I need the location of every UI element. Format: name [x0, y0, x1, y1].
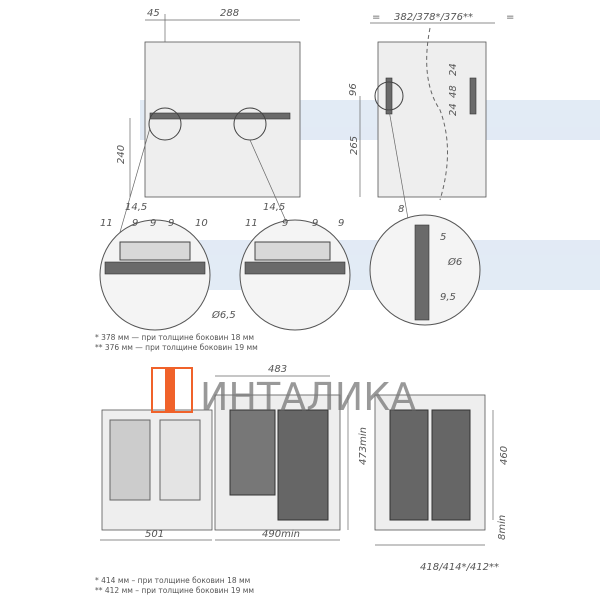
dim: 9 — [282, 218, 288, 229]
notes-bottom: * 414 мм – при толщине боковин 18 мм ** … — [95, 576, 254, 596]
dim: 9 — [132, 218, 138, 229]
dim: 483 — [268, 364, 287, 375]
top-left-cabinet-view: 45 288 240 — [111, 8, 301, 261]
dim: 460 — [499, 446, 510, 465]
dim: 501 — [145, 529, 164, 540]
note: * 378 мм — при толщине боковин 18 мм — [95, 333, 255, 342]
dim: Ø6,5 — [211, 309, 236, 321]
dim: 9 — [312, 218, 318, 229]
dim: 14,5 — [125, 202, 147, 213]
dim: 11 — [100, 218, 113, 229]
dim: 9 — [150, 218, 156, 229]
intalika-logo: ИНТАЛИКА — [151, 367, 416, 419]
logo-text: ИНТАЛИКА — [200, 375, 416, 419]
dim: 382/378*/376** — [394, 12, 473, 23]
dim: 9 — [168, 218, 174, 229]
dim: = — [372, 12, 380, 23]
dim: 24 — [448, 63, 459, 76]
dim: Ø6 — [447, 256, 462, 268]
bottom-right-view: 460 8min 418/414*/412** — [374, 394, 510, 573]
dim: 418/414*/412** — [420, 562, 499, 573]
dim: = — [506, 12, 514, 23]
dim: 240 — [116, 145, 127, 164]
dim: 8min — [497, 515, 508, 540]
dim: 45 — [147, 8, 160, 19]
detail-middle: 14,5 11 9 9 9 — [239, 202, 351, 331]
detail-right: 8 5 Ø6 9,5 — [369, 204, 481, 326]
dim: 288 — [220, 8, 239, 19]
top-right-side-view: 382/378*/376** = = 96 265 24 48 24 — [348, 12, 514, 231]
note: * 414 мм – при толщине боковин 18 мм — [95, 576, 251, 585]
dim: 5 — [440, 232, 446, 243]
dim: 9,5 — [440, 292, 456, 303]
dim: 10 — [195, 218, 208, 229]
dim: 265 — [349, 136, 360, 155]
dim: 96 — [348, 83, 359, 96]
notes-top: * 378 мм — при толщине боковин 18 мм ** … — [95, 333, 258, 353]
bottom-left-view: 501 — [100, 409, 213, 541]
dim: 14,5 — [263, 202, 285, 213]
dim: 473min — [358, 427, 369, 465]
dim: 8 — [398, 204, 404, 215]
dim: 48 — [448, 85, 459, 98]
detail-left: 14,5 11 9 9 9 10 Ø6,5 — [99, 202, 236, 331]
dim: 11 — [245, 218, 258, 229]
note: ** 412 мм – при толщине боковин 19 мм — [95, 586, 255, 595]
dim: 490min — [262, 529, 300, 540]
dim: 9 — [338, 218, 344, 229]
note: ** 376 мм — при толщине боковин 19 мм — [95, 343, 258, 352]
bottom-middle-view: 483 490min 473min — [214, 364, 369, 541]
dim: 24 — [448, 103, 459, 116]
